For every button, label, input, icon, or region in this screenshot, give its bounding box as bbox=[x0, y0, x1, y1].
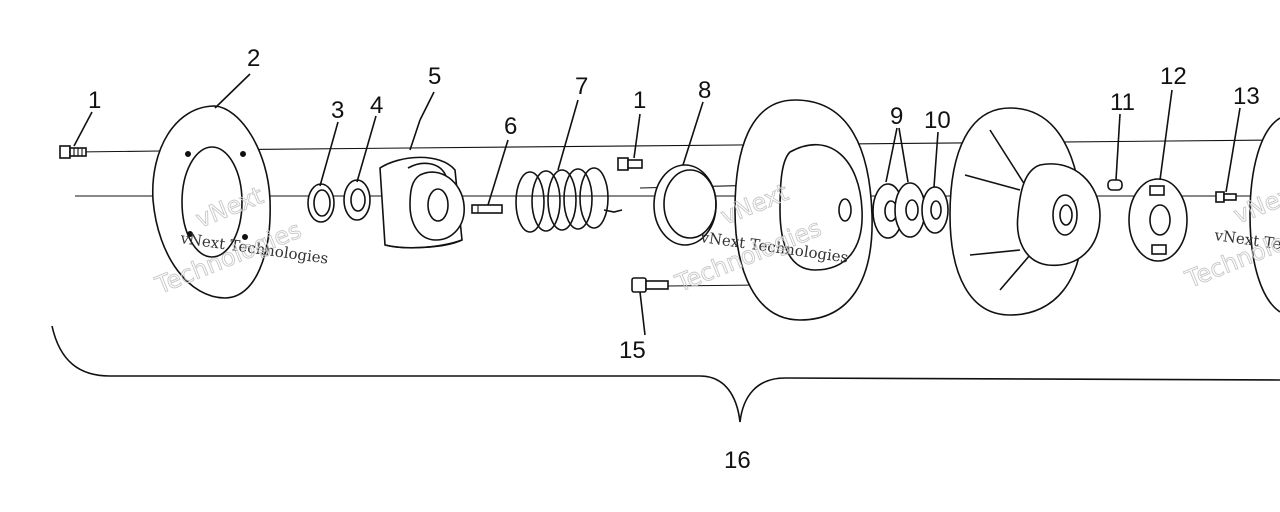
callout-9: 9 bbox=[890, 103, 903, 130]
dowel-part-15 bbox=[631, 277, 669, 293]
bolt-part-1 bbox=[59, 145, 87, 159]
bolt-part-1-middle bbox=[617, 157, 643, 171]
callout-13: 13 bbox=[1233, 83, 1260, 110]
pin-part-6 bbox=[471, 204, 503, 214]
callout-4: 4 bbox=[370, 92, 383, 119]
callout-11: 11 bbox=[1110, 89, 1135, 116]
screw-part-13 bbox=[1215, 191, 1237, 203]
callout-5: 5 bbox=[428, 63, 441, 90]
bushings-part-9 bbox=[872, 127, 926, 239]
callout-3: 3 bbox=[331, 97, 344, 124]
right-edge-part bbox=[1249, 117, 1280, 313]
cover-plate-part-2 bbox=[152, 105, 271, 299]
callout-12: 12 bbox=[1160, 63, 1187, 90]
spring-part-7 bbox=[515, 167, 623, 233]
spider-part-12 bbox=[1128, 178, 1188, 262]
cam-part-5 bbox=[379, 119, 465, 249]
movable-sheave bbox=[949, 107, 1101, 316]
callout-labels: 1 2 3 4 5 6 7 1 8 9 10 11 12 13 15 16 bbox=[88, 45, 1260, 474]
leader-lines bbox=[73, 73, 1241, 336]
washer-part-4 bbox=[343, 179, 371, 221]
callout-2: 2 bbox=[247, 45, 260, 72]
callout-1-middle: 1 bbox=[633, 87, 646, 114]
callout-1-left: 1 bbox=[88, 87, 101, 114]
stationary-sheave bbox=[734, 99, 873, 321]
bushing-ring-part-8 bbox=[653, 164, 717, 246]
callout-15: 15 bbox=[619, 337, 646, 364]
callout-10: 10 bbox=[924, 107, 951, 134]
callout-7: 7 bbox=[575, 73, 588, 100]
callout-8: 8 bbox=[698, 77, 711, 104]
button-part-11 bbox=[1107, 179, 1123, 191]
snap-ring-part-3 bbox=[307, 183, 335, 223]
callout-16: 16 bbox=[724, 447, 751, 474]
assembly-brace bbox=[51, 325, 1280, 423]
callout-6: 6 bbox=[504, 113, 517, 140]
washer-part-10 bbox=[921, 186, 949, 234]
